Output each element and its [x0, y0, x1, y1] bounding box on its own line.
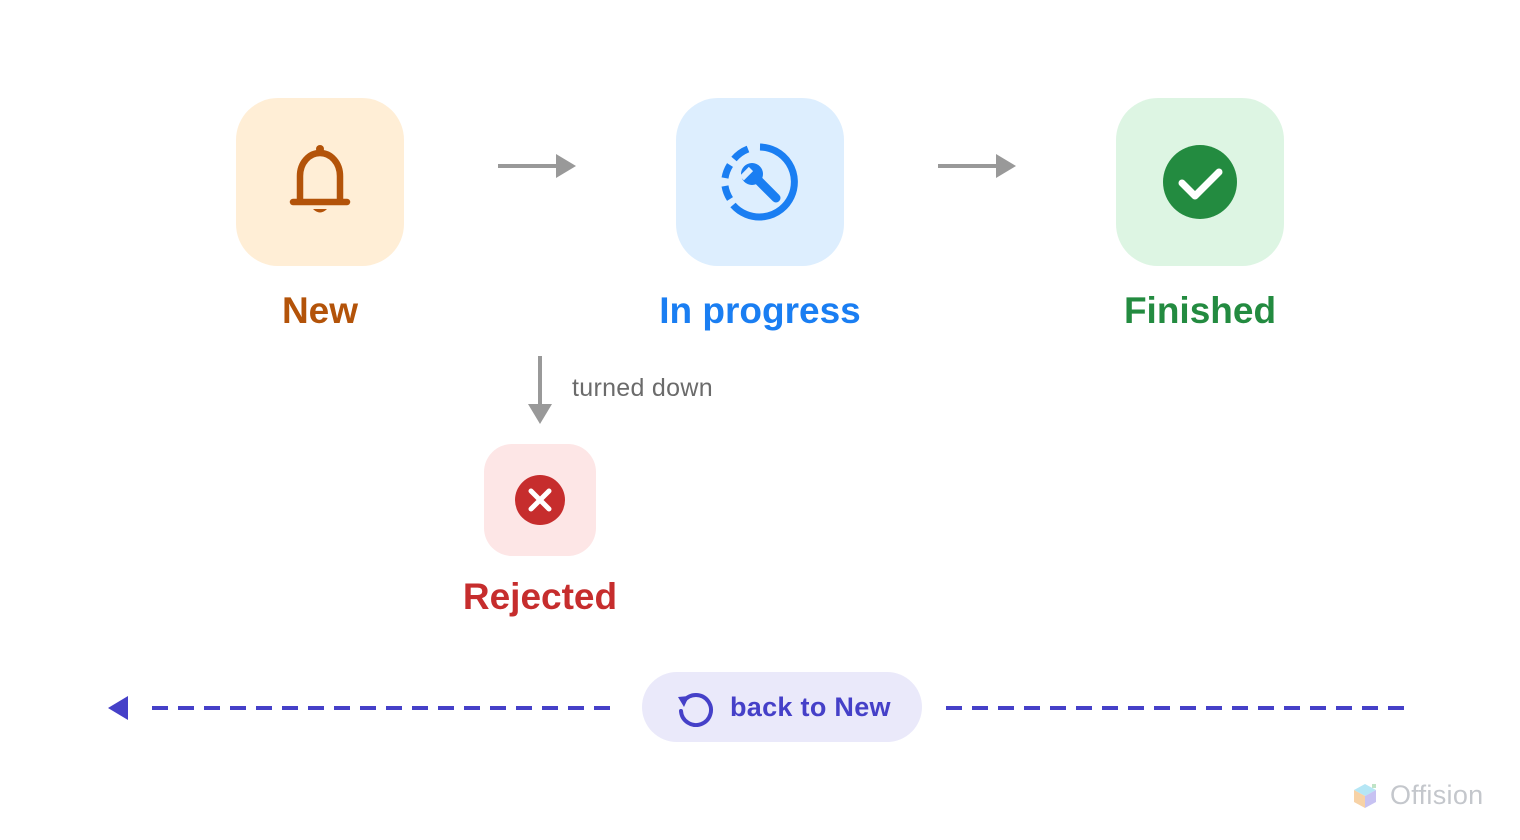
state-rejected-tile — [484, 444, 596, 556]
undo-icon — [678, 693, 713, 727]
state-new-tile — [236, 98, 404, 266]
state-in-progress-tile — [676, 98, 844, 266]
bell-icon — [289, 145, 351, 213]
brand: Offision — [1350, 780, 1483, 811]
arrow-turned-down — [528, 356, 552, 424]
back-to-new-button[interactable]: back to New — [642, 672, 922, 742]
x-circle-icon — [515, 475, 565, 525]
state-finished-label: Finished — [1123, 290, 1277, 331]
state-new-label: New — [281, 290, 359, 331]
offision-logo-icon — [1354, 783, 1376, 808]
back-arrow-left — [108, 696, 618, 720]
state-finished-tile — [1116, 98, 1284, 266]
brand-name: Offision — [1390, 780, 1484, 810]
back-to-new-label: back to New — [730, 691, 891, 722]
arrow-new-to-progress — [498, 154, 576, 178]
check-circle-icon — [1163, 145, 1237, 219]
arrow-progress-to-finished — [938, 154, 1016, 178]
back-line-right — [946, 706, 1412, 710]
wrench-progress-icon — [721, 143, 798, 221]
state-in-progress-label: In progress — [659, 290, 861, 331]
state-rejected-label: Rejected — [462, 576, 618, 617]
turned-down-label: turned down — [572, 374, 713, 402]
